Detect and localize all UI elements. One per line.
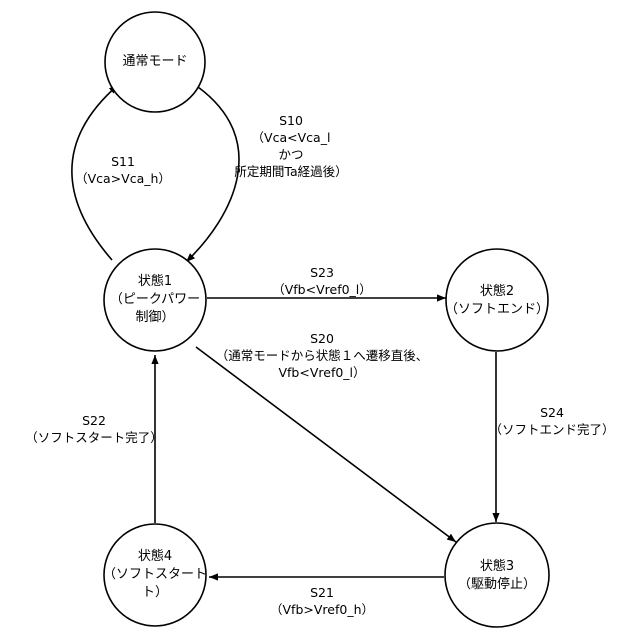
transition-s20-line-3: Vfb<Vref0_l）	[216, 364, 429, 381]
transition-s20-line-1: S20	[216, 330, 429, 347]
transition-s24-label: S24 （ソフトエンド完了）	[489, 404, 614, 438]
transition-s22-line-2: （ソフトスタート完了）	[25, 429, 163, 446]
state-2-line-1: 状態2	[445, 283, 549, 301]
state-3-label: 状態3 （駆動停止）	[458, 558, 536, 594]
edge-s10	[186, 87, 239, 262]
transition-s10-line-2: （Vca<Vca_l	[234, 129, 347, 146]
state-1-line-1: 状態1	[110, 273, 200, 291]
transition-s20-label: S20 （通常モードから状態１へ遷移直後、 Vfb<Vref0_l）	[216, 330, 429, 381]
state-1-line-3: 制御）	[110, 309, 200, 327]
transition-s10-line-3: かつ	[234, 146, 347, 163]
state-4-line-2: （ソフトスタート	[103, 566, 207, 584]
transition-s10-line-4: 所定期間Ta経過後）	[234, 163, 347, 180]
transition-s24-line-1: S24	[489, 404, 614, 421]
state-3-line-1: 状態3	[458, 558, 536, 576]
state-3-line-2: （駆動停止）	[458, 576, 536, 594]
transition-s20-line-2: （通常モードから状態１へ遷移直後、	[216, 347, 429, 364]
state-1-line-2: （ピークパワー	[110, 291, 200, 309]
state-2-label: 状態2 （ソフトエンド）	[445, 283, 549, 319]
transition-s22-label: S22 （ソフトスタート完了）	[25, 412, 163, 446]
state-2-line-2: （ソフトエンド）	[445, 301, 549, 319]
transition-s23-line-2: （Vfb<Vref0_l）	[272, 281, 372, 298]
transition-s11-line-1: S11	[75, 153, 171, 170]
transition-s21-label: S21 （Vfb>Vref0_h）	[270, 584, 374, 618]
transition-s10-line-1: S10	[234, 112, 347, 129]
transition-s23-label: S23 （Vfb<Vref0_l）	[272, 264, 372, 298]
transition-s11-label: S11 （Vca>Vca_h）	[75, 153, 171, 187]
transition-s24-line-2: （ソフトエンド完了）	[489, 421, 614, 438]
transition-s21-line-2: （Vfb>Vref0_h）	[270, 601, 374, 618]
state-4-label: 状態4 （ソフトスタート ト）	[103, 548, 207, 602]
transition-s23-line-1: S23	[272, 264, 372, 281]
state-1-label: 状態1 （ピークパワー 制御）	[110, 273, 200, 327]
state-4-line-1: 状態4	[103, 548, 207, 566]
state-normal-label: 通常モード	[122, 53, 187, 71]
transition-s11-line-2: （Vca>Vca_h）	[75, 170, 171, 187]
state-normal-line-1: 通常モード	[122, 53, 187, 71]
state-4-line-3: ト）	[103, 584, 207, 602]
transition-s21-line-1: S21	[270, 584, 374, 601]
transition-s10-label: S10 （Vca<Vca_l かつ 所定期間Ta経過後）	[234, 112, 347, 180]
transition-s22-line-1: S22	[25, 412, 163, 429]
